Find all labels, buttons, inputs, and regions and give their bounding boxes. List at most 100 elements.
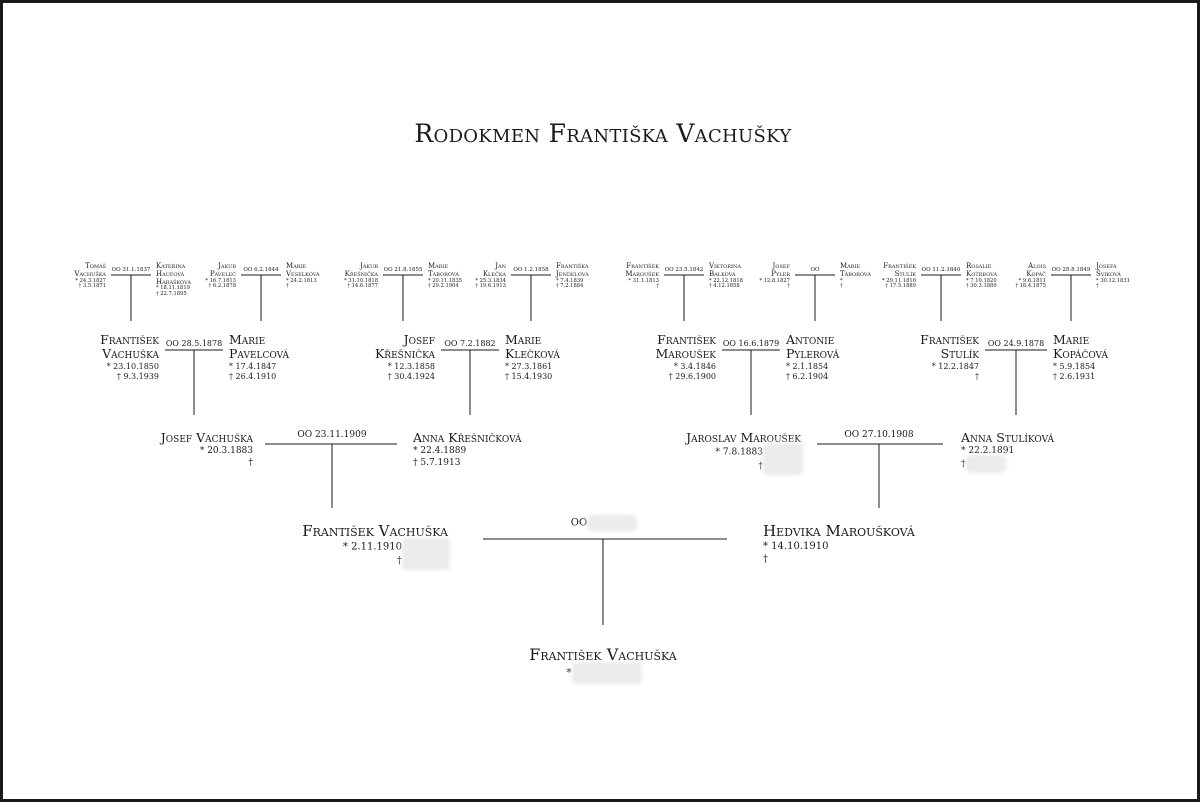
marriage-text: OO 11.2.1840: [921, 267, 961, 273]
marriage-label: OO 23.11.1909: [252, 430, 412, 440]
person-name: Pyler: [771, 269, 790, 278]
person-card: František Vachuška*: [443, 646, 763, 682]
life-date: † 30.3.1889: [966, 284, 1046, 290]
marriage-label: OO 6.2.1844: [181, 267, 341, 273]
life-date: * 24.2.1813: [286, 278, 366, 285]
person-name: Harašková: [156, 277, 192, 286]
person-name: Alois: [1028, 262, 1046, 270]
life-date: * 9.6.1811: [966, 278, 1046, 285]
life-date: * 7.8.1883: [643, 445, 801, 459]
person-name: Josef: [403, 332, 435, 347]
life-date: † 3.5.1871: [26, 284, 106, 290]
person-name: Stulík: [940, 346, 979, 362]
life-date: *: [840, 277, 920, 285]
life-date-text: † 14.6.1877: [347, 283, 378, 290]
life-date: † 19.6.1913: [426, 284, 506, 290]
life-date: * 18.11.1819: [156, 286, 236, 292]
life-date-text: * 20.3.1883: [199, 446, 253, 456]
marriage-text: OO 6.2.1844: [243, 267, 279, 273]
marriage-text: OO 27.10.1908: [844, 430, 914, 440]
marriage-label: OO: [523, 517, 683, 529]
life-date: * 12.2.1847: [849, 362, 979, 372]
life-date: * 7.10.1820: [966, 278, 1046, 285]
life-date-text: † 26.4.1910: [229, 372, 277, 382]
marriage-label: OO 1.2.1858: [451, 267, 611, 273]
person-name: Pavelcová: [229, 346, 290, 362]
life-date: †: [93, 457, 254, 469]
person-name: František: [883, 262, 916, 270]
person-name: Jakub: [218, 262, 236, 270]
redacted-block: [404, 553, 448, 568]
marriage-text: OO 28.5.1878: [165, 339, 223, 348]
life-date-text: †: [961, 459, 966, 470]
life-date-text: * 31.10.1818: [344, 277, 378, 284]
life-date-text: † 6.2.1878: [208, 283, 236, 290]
person-card: Jaroslav Maroušek* 7.8.1883†: [643, 431, 801, 473]
life-date-text: * 18.11.1819: [156, 285, 190, 292]
person-name: Marie: [505, 332, 542, 347]
marriage-label: OO: [735, 267, 895, 273]
life-date: †: [961, 457, 1111, 472]
person-name: Marie: [840, 262, 861, 270]
life-date-text: * 3.4.1846: [673, 361, 716, 371]
life-date-text: * 30.12.1831: [1096, 277, 1130, 284]
marriage-label: OO 21.8.1855: [323, 267, 483, 273]
person-name: Táborová: [428, 269, 459, 278]
life-date: * 31.10.1818: [298, 277, 378, 285]
life-date-text: †: [286, 283, 289, 290]
life-date: * 12.3.1858: [305, 362, 435, 372]
marriage-label: OO 27.10.1908: [799, 430, 959, 440]
redacted-block: [589, 517, 636, 529]
marriage-label: OO 23.5.1842: [604, 267, 764, 273]
life-date-text: †: [248, 458, 254, 469]
life-date-text: † 18.4.1875: [1015, 283, 1046, 290]
life-date-text: * 25.3.1834: [475, 277, 506, 284]
life-date: † 26.4.1910: [229, 372, 359, 382]
person-name: Balková: [709, 269, 736, 278]
life-date: †: [579, 284, 659, 290]
life-date-text: † 19.6.1913: [475, 283, 506, 290]
person-name: Kateřina: [156, 262, 186, 270]
marriage-text: OO 28.8.1849: [1051, 267, 1091, 273]
person-name: František: [920, 332, 979, 347]
person-name: Pavelec: [209, 269, 236, 278]
person-name: Vachuška: [74, 269, 106, 278]
person-name: Kotrbová: [966, 269, 998, 278]
person-name: Jendelová: [556, 269, 589, 278]
life-date: * 22.2.1891: [961, 445, 1111, 457]
marriage-text: OO 1.2.1858: [513, 267, 549, 273]
person-name: Tomáš: [85, 262, 106, 270]
life-date-text: †: [787, 283, 790, 290]
life-date: * 30.12.1831: [1096, 277, 1176, 285]
person-name: František: [657, 332, 716, 347]
life-date: † 9.3.1939: [29, 372, 159, 382]
person-name: Anna Křešničková: [413, 430, 522, 445]
person-name: Josefa: [1096, 262, 1117, 270]
life-date: † 22.7.1895: [156, 291, 236, 298]
life-date-text: * 27.3.1861: [505, 361, 553, 371]
life-date-text: † 7.2.1884: [556, 283, 584, 290]
life-date: * 31.1.1813: [579, 277, 659, 285]
person-name: František Vachuška: [302, 522, 448, 540]
life-date: * 14.10.1910: [763, 540, 963, 554]
life-date-text: * 2.11.1910: [342, 541, 402, 553]
life-date: † 7.2.1884: [556, 284, 636, 290]
life-date-text: *: [840, 277, 843, 284]
life-date-text: †: [656, 283, 659, 290]
life-date-text: * 31.1.1813: [628, 277, 659, 284]
life-date: * 22.12.1818: [709, 278, 789, 285]
life-date: * 12.8.1827: [710, 278, 790, 285]
redacted-block: [765, 459, 801, 473]
person-name: Antonie: [786, 332, 835, 347]
life-date: †: [286, 284, 366, 290]
life-date-text: * 23.10.1850: [106, 361, 159, 371]
life-date: † 29.6.1900: [586, 372, 716, 382]
life-date-text: * 29.11.1816: [882, 277, 916, 284]
life-date: * 27.3.1861: [505, 362, 635, 372]
life-date-text: † 5.7.1913: [413, 458, 461, 469]
